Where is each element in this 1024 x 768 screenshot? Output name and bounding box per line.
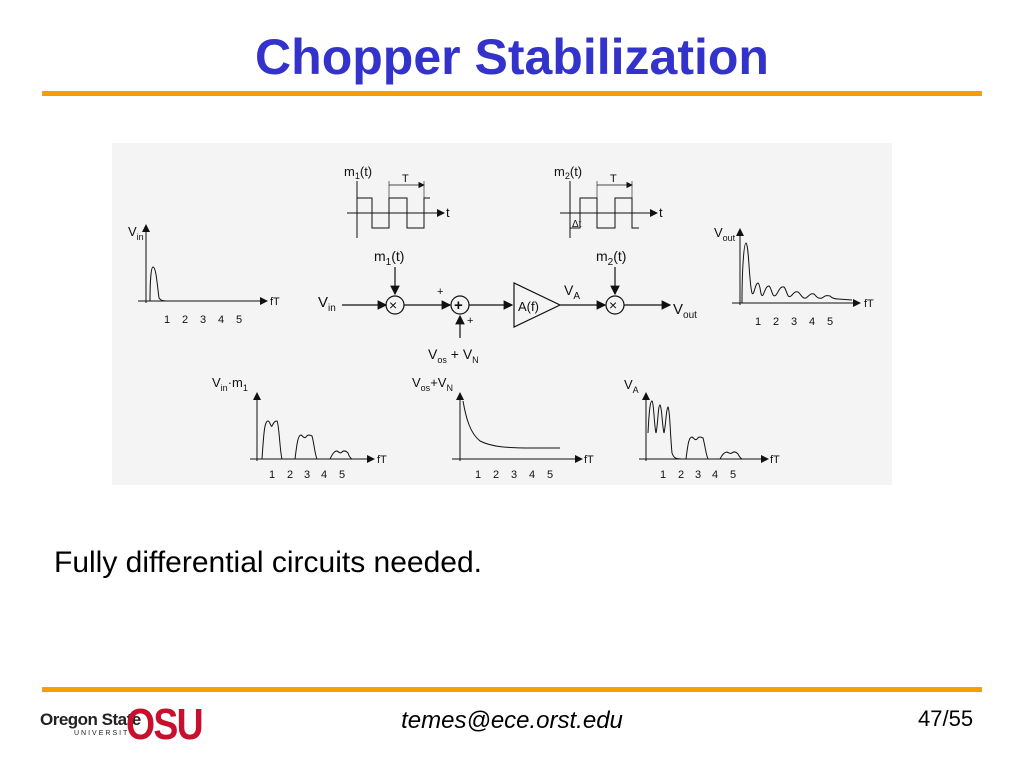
- multiplier-2-symbol: ×: [609, 297, 617, 313]
- spectrum-vos-vn-tick: 1: [475, 469, 481, 481]
- spectrum-va-tick: 1: [660, 469, 666, 481]
- spectrum-vos-vn-tick: 3: [511, 469, 517, 481]
- spectrum-vin-m1: Vin·m1 fT 1 2 3 4 5: [212, 375, 387, 481]
- multiplier-1-symbol: ×: [389, 297, 397, 313]
- page-number: 47/55: [918, 706, 974, 731]
- spectrum-vin-m1-tick: 3: [304, 469, 310, 481]
- slide-title: Chopper Stabilization: [255, 29, 769, 85]
- m1-input-label: m1(t): [374, 248, 404, 268]
- title-divider: [42, 91, 982, 96]
- spectrum-vout-label: Vout: [714, 225, 736, 243]
- spectrum-va-tick: 2: [678, 469, 684, 481]
- vout-node-label: Vout: [673, 301, 697, 321]
- logo-subtext: UNIVERSITY: [74, 730, 137, 737]
- spectrum-vout-tick: 5: [827, 316, 833, 328]
- spectrum-vout-tick: 3: [791, 316, 797, 328]
- m1-time-axis-label: t: [446, 205, 450, 220]
- spectrum-vin-m1-label: Vin·m1: [212, 375, 248, 393]
- spectrum-vos-vn-axis: fT: [584, 454, 594, 466]
- spectrum-vout: Vout fT 1 2 3 4 5: [714, 225, 874, 328]
- spectrum-vin-m1-tick: 4: [321, 469, 327, 481]
- m2-input-label: m2(t): [596, 248, 626, 268]
- diagram-svg: m1(t) T t m2(t) T Δt t Vin × m1(t) + + +: [128, 164, 874, 481]
- va-node-label: VA: [564, 282, 580, 302]
- spectrum-vos-vn-tick: 2: [493, 469, 499, 481]
- signal-chain: Vin × m1(t) + + + Vos + VN A(f) VA × m2(…: [318, 248, 697, 365]
- spectrum-va: VA fT 1 2 3 4 5: [624, 377, 780, 481]
- chopper-diagram: m1(t) T t m2(t) T Δt t Vin × m1(t) + + +: [112, 143, 892, 485]
- noise-source-label: Vos + VN: [428, 346, 479, 365]
- m2-waveform: m2(t) T Δt t: [554, 164, 663, 238]
- amplifier-label: A(f): [518, 299, 539, 314]
- spectrum-vin-tick: 2: [182, 314, 188, 326]
- logo-wordmark: Oregon State: [40, 710, 141, 729]
- spectrum-vos-vn-tick: 4: [529, 469, 535, 481]
- sum-plus-top: +: [437, 286, 443, 298]
- footer-divider: [42, 687, 982, 692]
- m1-period-label: T: [402, 173, 409, 185]
- spectrum-vin-m1-tick: 2: [287, 469, 293, 481]
- spectrum-vout-tick: 4: [809, 316, 815, 328]
- spectrum-va-tick: 4: [712, 469, 718, 481]
- spectrum-va-tick: 5: [730, 469, 736, 481]
- amplifier: [513, 282, 562, 328]
- summing-node-symbol: +: [454, 297, 463, 314]
- spectrum-vos-vn-label: Vos+VN: [412, 375, 453, 393]
- spectrum-vin-m1-axis: fT: [377, 454, 387, 466]
- spectrum-va-label: VA: [624, 377, 639, 395]
- logo-monogram: OSU: [126, 700, 204, 749]
- spectrum-vin-m1-tick: 1: [269, 469, 275, 481]
- spectrum-vos-vn: Vos+VN fT 1 2 3 4 5: [412, 375, 594, 481]
- spectrum-va-tick: 3: [695, 469, 701, 481]
- footer-email: temes@ece.orst.edu: [401, 707, 623, 734]
- spectrum-vin: Vin fT 1 2 3 4 5: [128, 224, 280, 326]
- slide-body-text: Fully differential circuits needed.: [54, 546, 482, 579]
- vin-node-label: Vin: [318, 294, 336, 314]
- osu-logo: Oregon State UNIVERSITY OSU: [40, 700, 204, 754]
- spectrum-vin-tick: 3: [200, 314, 206, 326]
- m2-delay-label: Δt: [572, 219, 582, 230]
- m2-period-label: T: [610, 173, 617, 185]
- spectrum-vin-label: Vin: [128, 224, 144, 242]
- spectrum-vos-vn-tick: 5: [547, 469, 553, 481]
- spectrum-va-axis: fT: [770, 454, 780, 466]
- spectrum-vout-tick: 1: [755, 316, 761, 328]
- m1-wave-label: m1(t): [344, 164, 372, 181]
- sum-plus-bottom: +: [467, 315, 473, 327]
- m2-time-axis-label: t: [659, 205, 663, 220]
- spectrum-vout-tick: 2: [773, 316, 779, 328]
- m2-wave-label: m2(t): [554, 164, 582, 181]
- spectrum-vout-axis: fT: [864, 298, 874, 310]
- m1-waveform: m1(t) T t: [344, 164, 450, 238]
- spectrum-vin-tick: 4: [218, 314, 224, 326]
- spectrum-vin-tick: 5: [236, 314, 242, 326]
- spectrum-vin-m1-tick: 5: [339, 469, 345, 481]
- spectrum-vin-tick: 1: [164, 314, 170, 326]
- spectrum-vin-axis: fT: [270, 296, 280, 308]
